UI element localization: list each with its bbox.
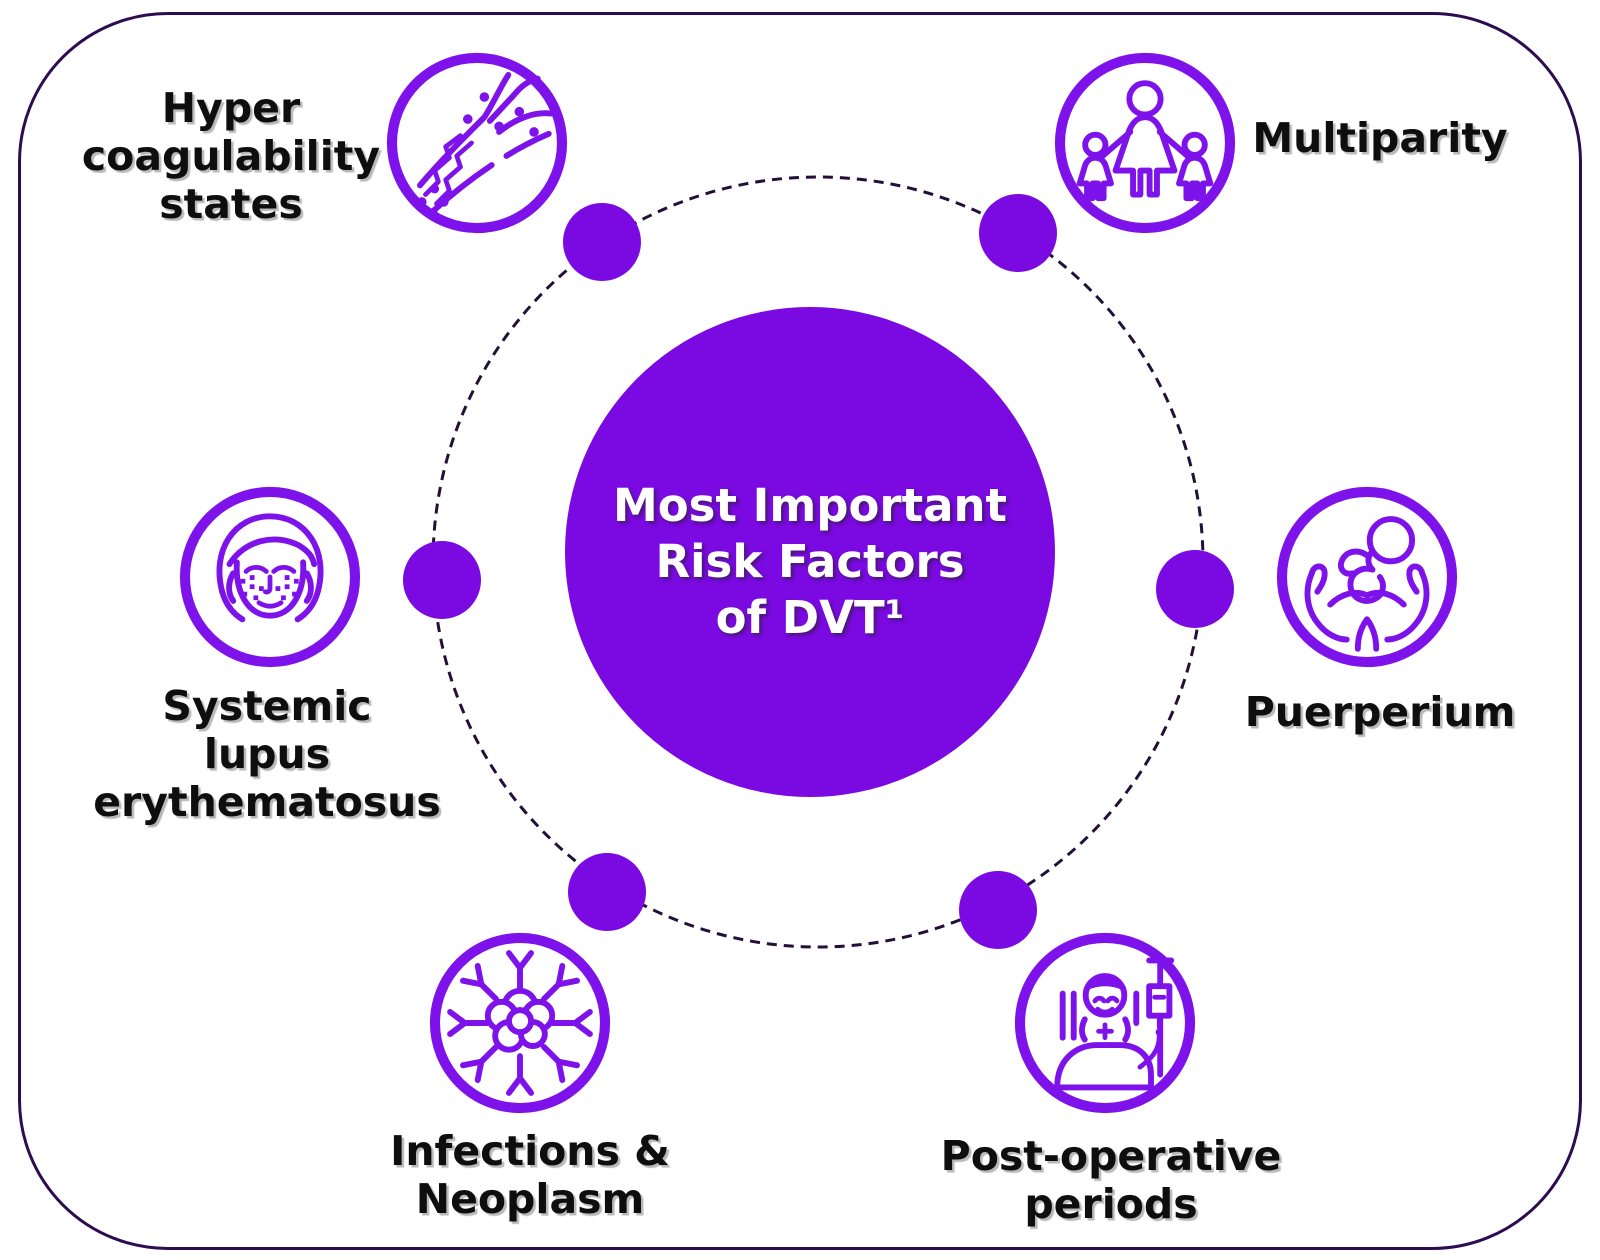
label-infections-neoplasm: Infections & Neoplasm [390,1127,670,1223]
orbit-node-dot-top-left [563,203,641,281]
orbit-node-dot-bottom-left [568,853,646,931]
patient-in-bed-iv-drip-icon [1013,931,1197,1115]
face-with-malar-rash-icon [178,485,362,669]
center-title-circle: Most Important Risk Factors of DVT¹ [565,307,1055,797]
label-hypercoagulability: Hyper coagulability states [81,84,381,228]
center-title-text: Most Important Risk Factors of DVT¹ [612,479,1008,644]
label-post-operative-periods: Post-operative periods [940,1132,1282,1228]
label-puerperium: Puerperium [1244,688,1516,736]
orbit-node-dot-bottom-right [959,871,1037,949]
orbit-node-dot-right [1156,550,1234,628]
label-multiparity: Multiparity [1252,114,1508,162]
orbit-node-dot-left [403,541,481,619]
label-systemic-lupus-erythematosus: Systemic lupus erythematosus [93,682,441,826]
hands-holding-fetus-icon [1275,485,1459,669]
tumor-cell-cluster-icon [428,931,612,1115]
mother-with-children-icon [1053,51,1237,235]
orbit-node-dot-top-right [979,194,1057,272]
outer-border-frame [18,12,1582,1250]
blood-vessel-clot-icon [385,51,569,235]
